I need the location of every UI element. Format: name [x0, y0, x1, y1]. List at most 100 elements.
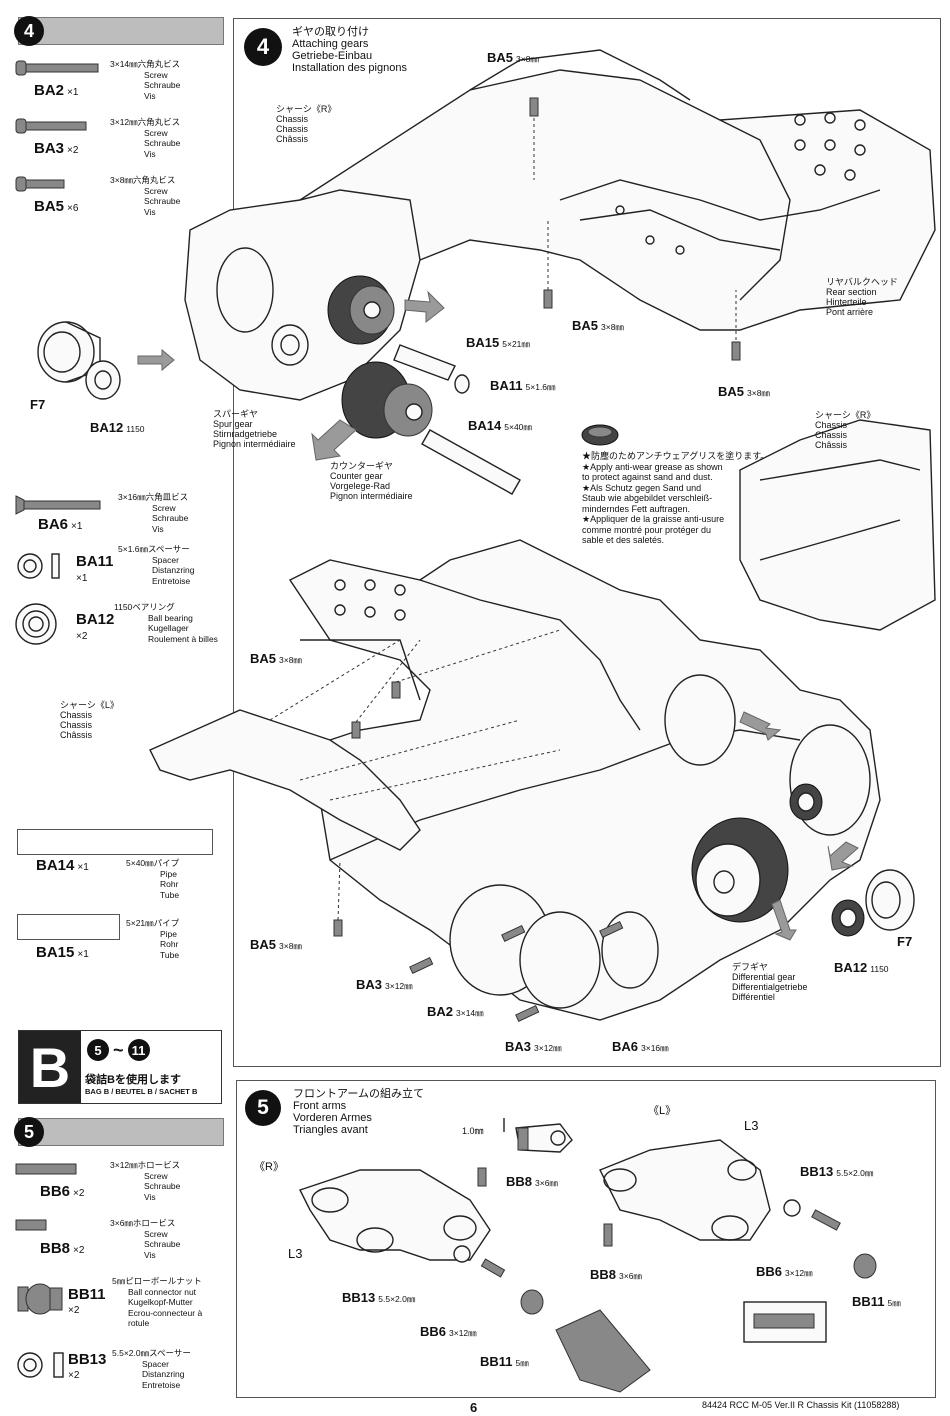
bag-b-box: B 5 ~ 11 袋詰Bを使用します BAG B / BEUTEL B / SA…	[18, 1030, 222, 1104]
pipe-ba14-outline	[17, 829, 213, 855]
ball-bearing-icon	[15, 603, 57, 645]
bag-b-tr: BAG B / BEUTEL B / SACHET B	[85, 1087, 198, 1096]
step4-f7: F7	[897, 934, 913, 949]
differential-gear-drawing	[691, 817, 789, 923]
step5-title: フロントアームの組み立て Front arms Vorderen Armes T…	[293, 1088, 425, 1136]
part-bb11: BB11×2	[68, 1286, 106, 1316]
part-ba11-spec: 5×1.6㎜スペーサー Spacer Distanzring Entretois…	[118, 544, 195, 586]
ball-connector-nut-icon	[17, 1283, 63, 1315]
step4-badge: 4	[14, 16, 44, 46]
front-arm-l-drawing	[599, 1139, 771, 1241]
spur-gear-drawing	[327, 275, 395, 345]
part-ba12-spec: 1150ベアリング Ball bearing Kugellager Roulem…	[114, 602, 218, 644]
part-bb13-spec: 5.5×2.0㎜スペーサー Spacer Distanzring Entreto…	[112, 1348, 191, 1390]
step4-header-bar	[18, 17, 224, 45]
part-ba3-spec: 3×12㎜六角丸ビス Screw Schraube Vis	[110, 117, 181, 159]
set-screw-icon	[15, 1163, 77, 1175]
step4-title: ギヤの取り付け Attaching gears Getriebe-Einbau …	[292, 26, 407, 74]
bearing-housing-icon	[37, 321, 101, 383]
part-bb11-spec: 5㎜ピローボールナット Ball connector nut Kugelkopf…	[112, 1276, 203, 1328]
part-bb6: BB6×2	[40, 1183, 85, 1200]
part-bb8: BB8×2	[40, 1240, 85, 1257]
spacer-icon	[17, 1352, 64, 1378]
part-ba5: BA5×6	[34, 198, 79, 215]
arm-detail-drawing	[503, 1118, 573, 1153]
step5-panel-badge: 5	[245, 1090, 281, 1126]
kit-title: 84424 RCC M-05 Ver.II R Chassis Kit (110…	[702, 1400, 900, 1410]
step5-header-bar	[18, 1118, 224, 1146]
part-ba5-spec: 3×8㎜六角丸ビス Screw Schraube Vis	[110, 175, 181, 217]
part-ba14-spec: 5×40㎜パイプ Pipe Rohr Tube	[126, 858, 180, 900]
rear-section-drawing	[299, 49, 936, 331]
part-ba15-spec: 5×21㎜パイプ Pipe Rohr Tube	[126, 918, 180, 960]
part-ba3: BA3×2	[34, 140, 79, 157]
part-ba11: BA11×1	[76, 553, 114, 584]
pipe-ba15-outline	[17, 914, 120, 940]
page-number: 6	[470, 1400, 478, 1415]
step5-side-r-label: 《R》	[254, 1161, 284, 1173]
step5-panel	[236, 1080, 936, 1398]
counter-gear-drawing	[341, 361, 433, 439]
step5-l3-left: L3	[288, 1246, 303, 1261]
countersunk-screw-icon	[15, 495, 101, 515]
step5-side-l-label: 《L》	[648, 1105, 677, 1117]
chassis-l-drawing	[149, 709, 421, 851]
part-bb8-spec: 3×6㎜ホロービス Screw Schraube Vis	[110, 1218, 181, 1260]
bag-b-jp: 袋詰Bを使用します	[85, 1074, 181, 1086]
set-screw-icon	[15, 1219, 47, 1231]
screw-icon	[15, 60, 99, 76]
screw-icon	[15, 176, 65, 192]
part-ba15: BA15×1	[36, 944, 89, 961]
step4-panel	[233, 18, 941, 1067]
part-ba6-spec: 3×16㎜六角皿ビス Screw Schraube Vis	[118, 492, 189, 534]
bag-b-range: 5 ~ 11	[87, 1039, 150, 1061]
part-ba14: BA14×1	[36, 857, 89, 874]
front-arm-r-drawing	[299, 1169, 491, 1261]
step5-l3-right: L3	[744, 1118, 759, 1133]
gearbox-r-drawing	[184, 189, 421, 401]
screw-icon	[15, 118, 87, 134]
f7-label: F7	[30, 397, 46, 412]
bearing-icon	[85, 360, 121, 400]
part-ba12: BA12×2	[76, 611, 115, 642]
bag-b-letter: B	[19, 1031, 81, 1103]
arrow-icon	[137, 348, 175, 372]
part-bb13: BB13×2	[68, 1351, 107, 1381]
step5-badge: 5	[14, 1117, 44, 1147]
part-ba6: BA6×1	[38, 516, 83, 533]
part-ba2: BA2×1	[34, 82, 79, 99]
part-bb6-spec: 3×12㎜ホロービス Screw Schraube Vis	[110, 1160, 181, 1202]
spacer-icon	[17, 553, 60, 579]
step4-grease-note: ★防塵のためアンチウェアグリスを塗ります。★Apply anti-wear gr…	[582, 451, 770, 545]
step5-dim-label: 1.0㎜	[462, 1126, 484, 1136]
